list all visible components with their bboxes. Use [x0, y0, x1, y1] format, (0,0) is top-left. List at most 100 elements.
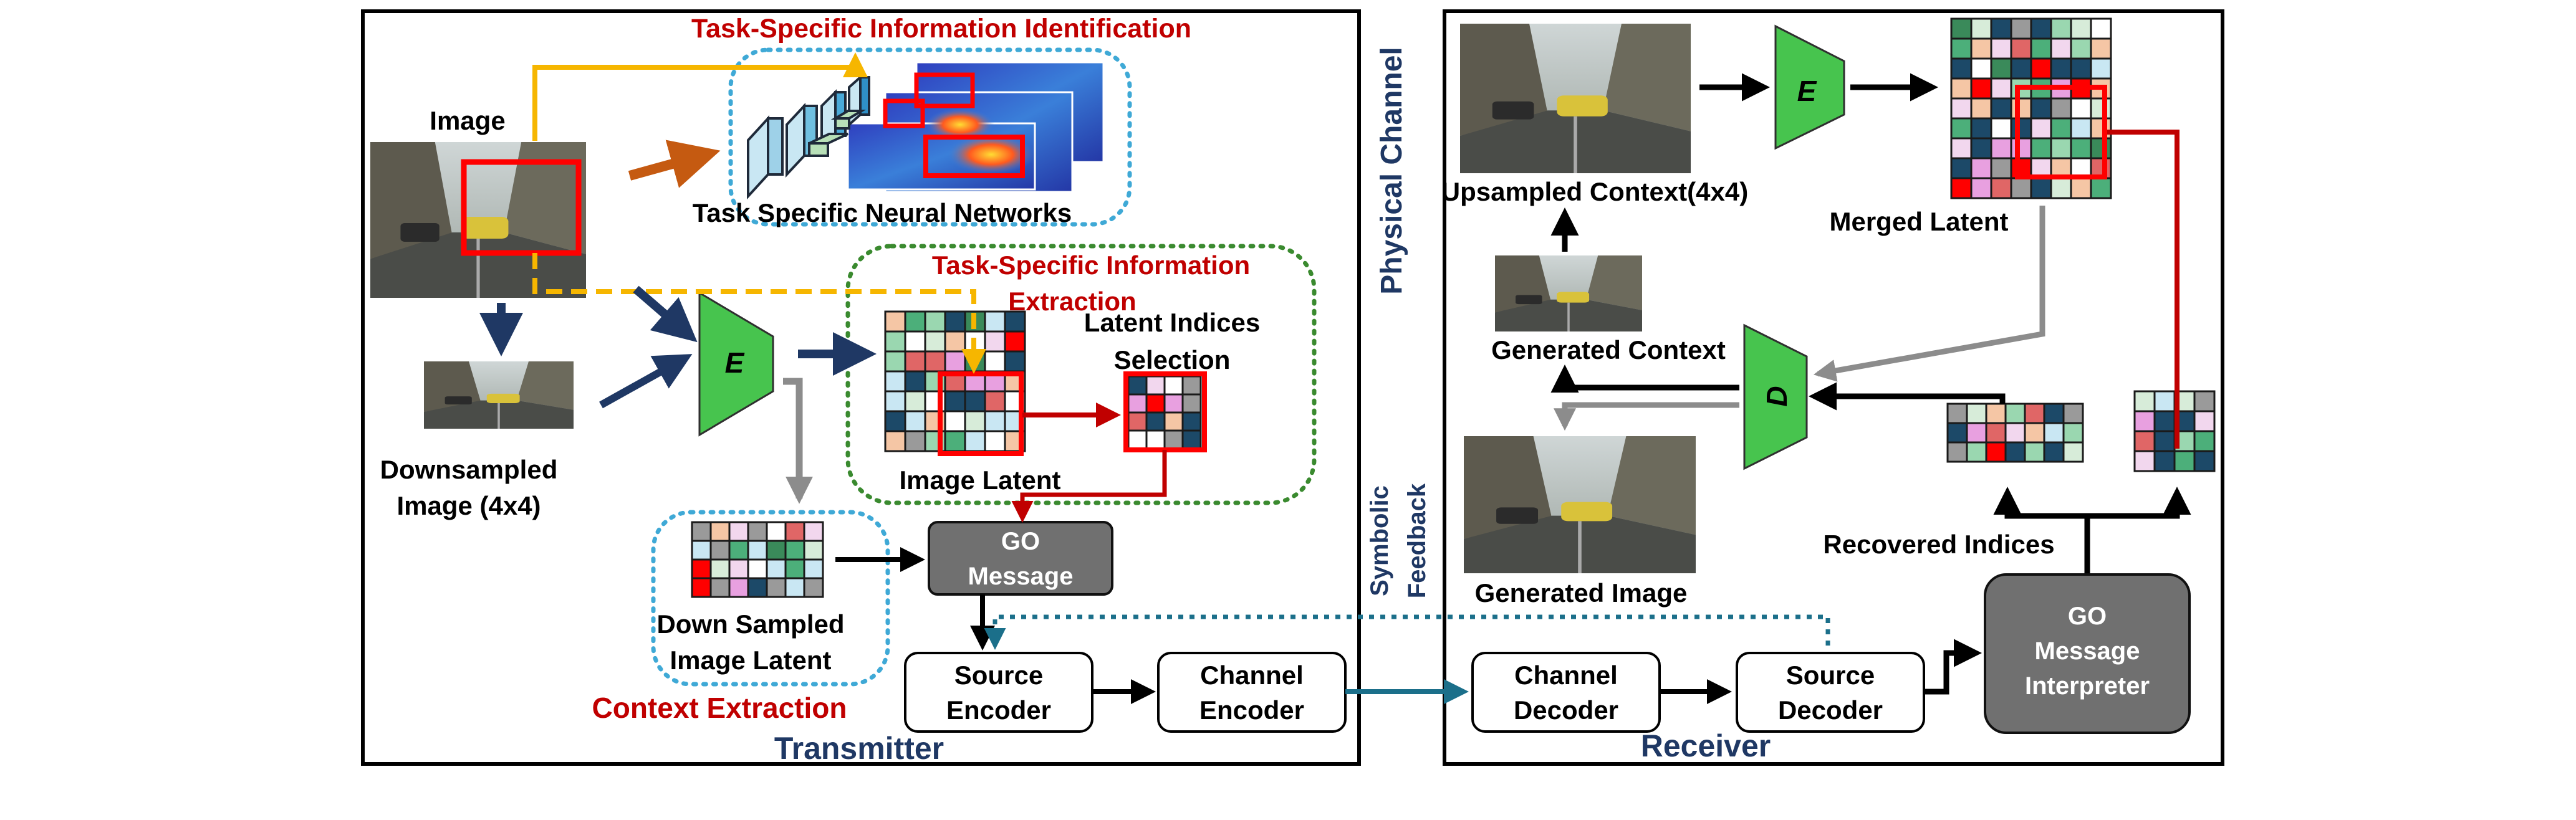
transmitter-encoder — [698, 291, 774, 437]
downsampled-label-line2: Image (4x4) — [396, 491, 541, 520]
latent-cell — [2010, 137, 2032, 160]
latent-cell — [709, 540, 731, 561]
latent-cell — [691, 540, 712, 561]
latent-cell — [747, 521, 768, 542]
latent-cell — [2090, 177, 2112, 199]
receiver-decoder — [1743, 323, 1808, 470]
latent-cell — [1970, 37, 1992, 60]
latent-cell — [1970, 97, 1992, 120]
latent-cell — [2133, 390, 2156, 412]
merged-latent-roi-box — [2015, 85, 2107, 179]
channel-decoder-line2: Decoder — [1514, 695, 1618, 725]
latent-cell — [884, 410, 906, 432]
latent-cell — [1966, 403, 1987, 424]
latent-cell — [2070, 57, 2092, 80]
latent-cell — [2090, 97, 2112, 120]
latent-selection-line1: Latent Indices — [1084, 308, 1260, 337]
latent-cell — [2010, 117, 2032, 140]
latent-cell — [2090, 17, 2112, 40]
source-decoder-line1: Source — [1786, 660, 1875, 690]
generated-image-label: Generated Image — [1475, 578, 1688, 608]
latent-cell — [1970, 157, 1992, 179]
latent-cell — [904, 310, 926, 333]
latent-cell — [884, 430, 906, 452]
latent-cell — [944, 430, 966, 452]
source-encoder-line1: Source — [954, 660, 1043, 690]
latent-cell — [747, 558, 768, 579]
latent-cell — [1970, 17, 1992, 40]
latent-cell — [1163, 411, 1184, 432]
latent-cell — [1990, 77, 2012, 100]
transmitter-frame — [361, 9, 1361, 766]
receiver-decoder-symbol: D — [1761, 386, 1793, 406]
latent-cell — [984, 410, 1006, 432]
latent-cell — [1990, 57, 2012, 80]
downsampled-image — [423, 360, 575, 430]
latent-cell — [984, 330, 1006, 353]
latent-cell — [884, 390, 906, 412]
physical-channel-label: Physical Channel — [1375, 47, 1408, 294]
latent-cell — [1127, 393, 1148, 414]
latent-cell — [904, 390, 926, 412]
symbolic-label-line1: Symbolic — [1366, 485, 1393, 596]
image-label: Image — [430, 106, 505, 135]
latent-cell — [803, 540, 824, 561]
latent-cell — [1985, 441, 2007, 463]
latent-cell — [1127, 411, 1148, 432]
latent-cell — [2024, 422, 2045, 444]
latent-cell — [1950, 177, 1973, 199]
task-identification-title: Task-Specific Information Identification — [691, 14, 1191, 44]
latent-cell — [2010, 57, 2032, 80]
latent-cell — [1946, 441, 1968, 463]
latent-cell — [728, 577, 749, 598]
latent-cell — [984, 350, 1006, 373]
latent-cell — [691, 521, 712, 542]
latent-cell — [2050, 117, 2072, 140]
go-interpreter-line2: Message — [2035, 637, 2140, 665]
latent-cell — [2050, 57, 2072, 80]
latent-cell — [1181, 375, 1202, 396]
latent-cell — [1181, 411, 1202, 432]
latent-cell — [1985, 422, 2007, 444]
latent-cell — [2173, 450, 2196, 472]
latent-cell — [766, 577, 787, 598]
latent-cell — [2193, 410, 2216, 432]
latent-cell — [944, 410, 966, 432]
generated-context-image — [1494, 254, 1643, 333]
recovered-indices-grid-a — [1946, 403, 2084, 463]
latent-cell — [2070, 177, 2092, 199]
latent-cell — [2043, 422, 2065, 444]
latent-cell — [1990, 97, 2012, 120]
input-image — [370, 142, 586, 298]
latent-cell — [1004, 330, 1026, 353]
latent-cell — [2090, 117, 2112, 140]
latent-cell — [1946, 422, 1968, 444]
latent-cell — [2050, 177, 2072, 199]
task-nn-group-outline — [728, 47, 1132, 227]
channel-arrows — [984, 614, 1830, 704]
latent-cell — [1950, 57, 1973, 80]
latent-cell — [1950, 77, 1973, 100]
latent-cell — [1145, 393, 1166, 414]
latent-cell — [1127, 429, 1148, 450]
latent-cell — [944, 310, 966, 333]
latent-cell — [1990, 157, 2012, 179]
latent-cell — [766, 540, 787, 561]
latent-cell — [1145, 375, 1166, 396]
latent-cell — [904, 350, 926, 373]
neural-network-icon — [747, 74, 870, 200]
latent-cell — [784, 577, 805, 598]
transmitter-title: Transmitter — [774, 731, 944, 766]
latent-cell — [1990, 117, 2012, 140]
latent-cell — [2030, 37, 2052, 60]
latent-cell — [2193, 430, 2216, 452]
latent-cell — [1970, 57, 1992, 80]
merged-latent-grid — [1950, 17, 2112, 199]
selected-indices-grid — [1127, 375, 1202, 450]
latent-cell — [709, 577, 731, 598]
receiver-frame — [1443, 9, 2224, 766]
downsampled-latent-grid — [691, 521, 824, 598]
latent-cell — [2050, 97, 2072, 120]
latent-cell — [1004, 310, 1026, 333]
context-group-outline — [651, 510, 890, 687]
